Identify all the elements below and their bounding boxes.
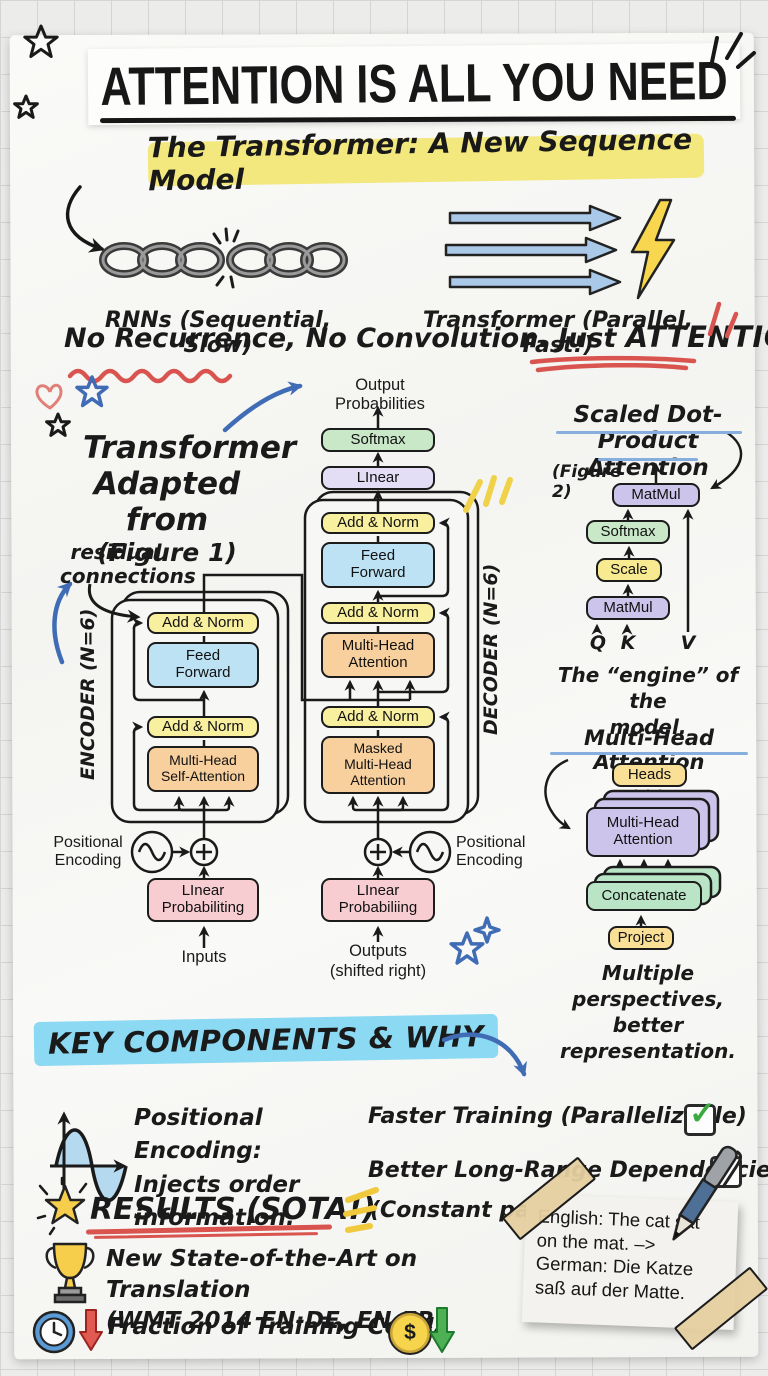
matmul-box: MatMul [612, 483, 700, 507]
softmax-box: Softmax [321, 428, 435, 452]
linear-box: LInear [321, 466, 435, 490]
positional-encoding-note: Positional Encoding: Injects order infor… [134, 1105, 300, 1232]
outputs-label: Outputs (shifted right) [329, 942, 427, 980]
doodle-stars-top-left [13, 24, 59, 119]
output-label-line1: Output [355, 376, 405, 394]
red-squiggle-underline [67, 368, 233, 384]
rnn-label: RNNs (Sequential, Slow) [104, 308, 332, 358]
key-components-heading: KEY COMPONENTS & WHY [33, 1013, 499, 1067]
decoder-label: DECODER (N=6) [480, 563, 502, 735]
red-slashes-icon [707, 301, 739, 339]
add-norm-box: Add & Norm [147, 716, 259, 738]
add-norm-box: Add & Norm [147, 612, 259, 634]
concatenate-box: Concatenate [586, 881, 702, 911]
output-probabilities-label: Output Probabilities [318, 376, 442, 414]
tagline: No Recurrence, No Convolution. Just ATTE… [64, 320, 768, 354]
training-cost-result: Fraction of Training Cost! [108, 1314, 436, 1340]
transformer-label: Transformer (Parallel, Fast!) [422, 308, 694, 358]
check-icon: ✓ [689, 1095, 716, 1131]
dollar-coin-icon: $ [388, 1311, 432, 1355]
subtitle-text: The Transformer: A New Sequence Model [147, 122, 693, 198]
benefit-faster-training: Faster Training (Parallelizable) [368, 1104, 747, 1129]
checkbox-faster-training: ✓ [684, 1095, 716, 1136]
scale-box: Scale [596, 558, 662, 582]
output-label-line2: Probabilities [335, 394, 425, 413]
residual-note-line1: residual [70, 540, 162, 564]
parallel-arrows-icon [444, 204, 622, 296]
yellow-sparkle-icon [463, 475, 513, 513]
figure1-heading-line2: Adapted from [93, 466, 241, 538]
figure2-title-underline1 [556, 431, 742, 434]
green-down-arrow-icon [429, 1307, 455, 1353]
positional-encoding-label-decoder: Positional Encoding [456, 834, 526, 870]
project-box: Project [608, 926, 674, 950]
tagline-plain: No Recurrence, No Convolution. Just [64, 323, 626, 354]
v-label: V [680, 632, 696, 654]
add-norm-box: Add & Norm [321, 602, 435, 624]
doodle-stars-bottom-icon [449, 916, 501, 965]
pen-icon [672, 1145, 743, 1241]
dollar-sign: $ [404, 1321, 416, 1344]
figure1-heading: Transformer Adapted from (Figure 1) [83, 430, 297, 567]
doodle-star-black-icon [45, 412, 71, 437]
figure1-heading-line3: (Figure 1) [97, 538, 237, 567]
diagram-area: Transformer Adapted from (Figure 1) resi… [0, 370, 768, 1063]
mha-panel-caption: Multiple perspectives, better representa… [560, 961, 736, 1063]
trophy-icon [45, 1242, 95, 1304]
star-burst-icon [36, 1176, 88, 1236]
page-title: ATTENTION IS ALL YOU NEED [100, 50, 728, 118]
yellow-dashes-icon [343, 1187, 379, 1233]
red-down-arrow-icon [79, 1309, 103, 1351]
lightning-icon [630, 198, 676, 300]
residual-note-line2: connections [60, 564, 196, 588]
add-norm-box: Add & Norm [321, 512, 435, 534]
curved-arrow-icon [65, 185, 105, 253]
doodle-star-blue-icon [75, 375, 109, 408]
figure2-caption: The “engine” of the model. [557, 663, 739, 739]
heads-box: Heads [612, 763, 687, 787]
title-banner: ATTENTION IS ALL YOU NEED [87, 42, 741, 126]
tagline-emphasis: ATTENTION! [625, 320, 768, 354]
encoder-label: ENCODER (N=6) [77, 608, 99, 780]
broken-chain-icon [99, 227, 348, 289]
q-label: Q [589, 632, 607, 654]
positional-encoding-label-encoder: Positional Encoding [53, 834, 123, 870]
subtitle-highlight: The Transformer: A New Sequence Model [148, 123, 705, 197]
emphasis-slashes-icon [710, 32, 756, 69]
inputs-label: Inputs [181, 948, 227, 966]
sota-result: New State-of-the-Art on Translation (WMT… [106, 1246, 445, 1335]
figure2-ref: (Figure 2) [552, 462, 622, 502]
matmul-box: MatMul [586, 596, 670, 620]
results-heading: RESULTS (SOTA!) [90, 1192, 376, 1227]
blue-curved-arrow-icon [441, 1032, 527, 1077]
k-label: K [620, 632, 636, 654]
residual-note: residual connections [60, 540, 196, 588]
figure1-heading-line1: Transformer [83, 430, 297, 466]
doodle-heart-icon [35, 383, 63, 410]
clock-icon [32, 1310, 76, 1354]
figure2-title-underline2 [598, 458, 698, 461]
softmax-box: Softmax [586, 520, 670, 544]
add-norm-box: Add & Norm [321, 706, 435, 728]
red-double-underline [529, 355, 697, 373]
mha-panel-underline [550, 752, 748, 755]
